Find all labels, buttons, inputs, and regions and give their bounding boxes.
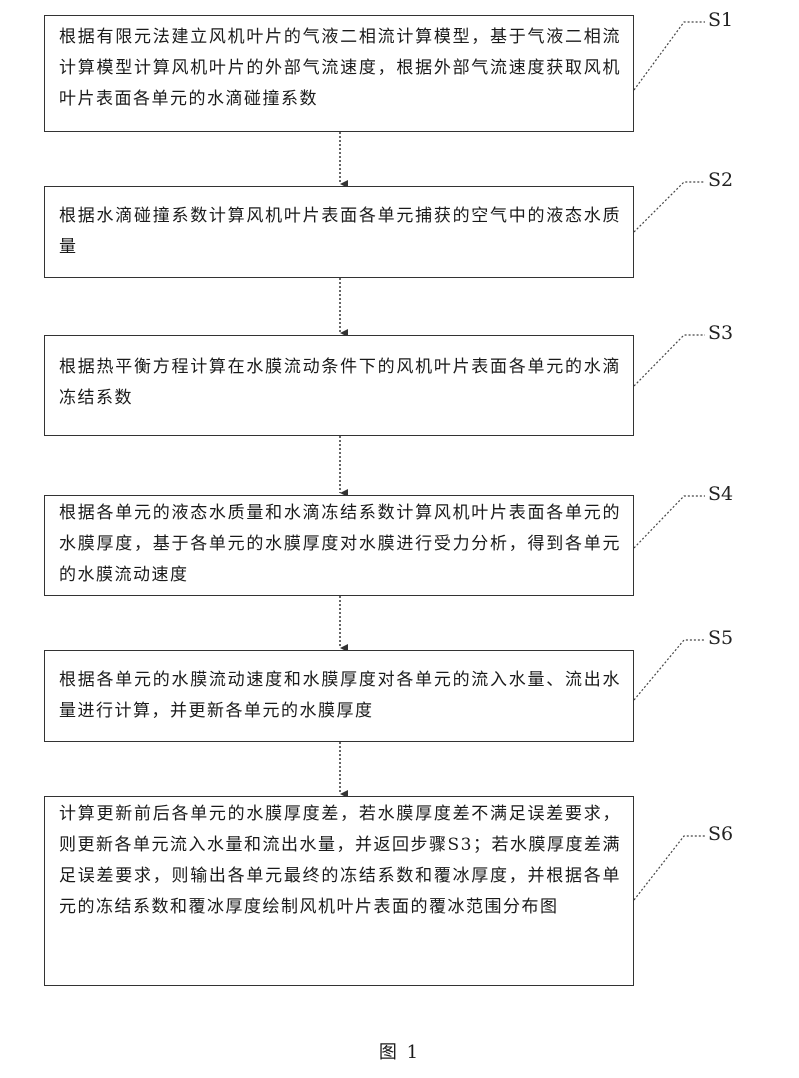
figure-caption: 图 1 [0,1038,799,1064]
step-box-s1: 根据有限元法建立风机叶片的气液二相流计算模型，基于气液二相流计算模型计算风机叶片… [44,15,634,132]
step-label-s1: S1 [708,9,733,31]
step-text-s6: 计算更新前后各单元的水膜厚度差，若水膜厚度差不满足误差要求，则更新各单元流入水量… [59,799,621,923]
leader-s2 [634,182,705,232]
step-box-s3: 根据热平衡方程计算在水膜流动条件下的风机叶片表面各单元的水滴冻结系数 [44,335,634,436]
step-label-s2: S2 [708,169,733,191]
step-box-s5: 根据各单元的水膜流动速度和水膜厚度对各单元的流入水量、流出水量进行计算，并更新各… [44,650,634,742]
step-label-s4: S4 [708,483,733,505]
step-text-s1: 根据有限元法建立风机叶片的气液二相流计算模型，基于气液二相流计算模型计算风机叶片… [59,22,621,115]
step-label-s6: S6 [708,823,733,845]
leader-s4 [634,496,705,548]
step-box-s6: 计算更新前后各单元的水膜厚度差，若水膜厚度差不满足误差要求，则更新各单元流入水量… [44,796,634,986]
step-text-s3: 根据热平衡方程计算在水膜流动条件下的风机叶片表面各单元的水滴冻结系数 [59,352,621,414]
leader-s1 [634,22,705,90]
leader-s5 [634,640,705,700]
step-box-s2: 根据水滴碰撞系数计算风机叶片表面各单元捕获的空气中的液态水质量 [44,186,634,278]
leader-s3 [634,335,705,386]
step-text-s5: 根据各单元的水膜流动速度和水膜厚度对各单元的流入水量、流出水量进行计算，并更新各… [59,665,621,727]
step-text-s4: 根据各单元的液态水质量和水滴冻结系数计算风机叶片表面各单元的水膜厚度，基于各单元… [59,498,621,591]
step-text-s2: 根据水滴碰撞系数计算风机叶片表面各单元捕获的空气中的液态水质量 [59,201,621,263]
step-label-s3: S3 [708,322,733,344]
step-label-s5: S5 [708,627,733,649]
leader-s6 [634,836,705,900]
step-box-s4: 根据各单元的液态水质量和水滴冻结系数计算风机叶片表面各单元的水膜厚度，基于各单元… [44,495,634,596]
